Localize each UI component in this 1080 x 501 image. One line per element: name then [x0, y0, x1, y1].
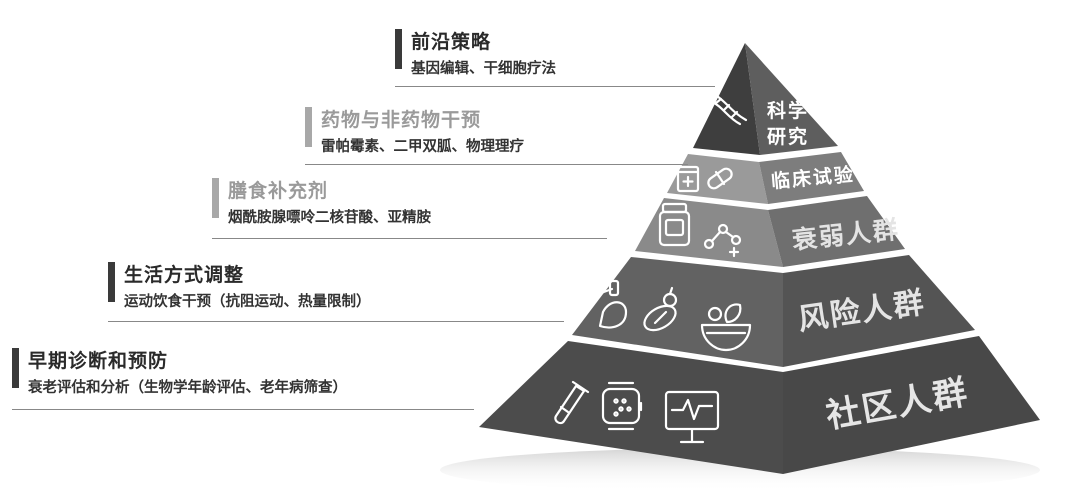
strategy-marker [212, 178, 219, 218]
leader-line [12, 409, 474, 411]
strategy-subtitle: 雷帕霉素、二甲双胍、物理理疗 [321, 139, 524, 155]
strategy-marker [12, 348, 19, 388]
heart-monitor-icon [664, 390, 720, 444]
tier-label-research-line1: 科学 [767, 100, 810, 122]
medicine-bottle-icon [676, 165, 700, 193]
tier-label-research-line2: 研究 [767, 126, 810, 148]
tier-top [693, 43, 838, 155]
molecule-icon [703, 223, 742, 258]
leader-line [395, 86, 715, 88]
pyramid-shadow [440, 448, 1040, 492]
leader-line [108, 321, 564, 323]
strategy-marker [395, 29, 402, 69]
smartwatch-icon [601, 381, 643, 431]
test-tube-icon [554, 380, 590, 425]
strategy-marker [108, 262, 115, 302]
dumbbell-arm-icon [582, 279, 628, 329]
pill-icon [707, 167, 733, 190]
tier-risk [572, 255, 975, 367]
strategy-title: 前沿策略 [411, 31, 492, 53]
salad-bowl-icon [700, 303, 752, 352]
strategy-subtitle: 基因编辑、干细胞疗法 [411, 61, 556, 77]
leader-line [305, 164, 688, 166]
leader-line [212, 238, 607, 240]
strategy-marker [305, 107, 312, 147]
strategy-subtitle: 运动饮食干预（抗阻运动、热量限制） [124, 294, 371, 310]
strategy-subtitle: 衰老评估和分析（生物学年龄评估、老年病筛查） [28, 380, 347, 396]
dna-icon [710, 94, 748, 126]
supplement-jar-icon [658, 202, 691, 247]
strategy-title: 生活方式调整 [124, 264, 245, 286]
strategy-subtitle: 烟酰胺腺嘌呤二核苷酸、亚精胺 [228, 210, 431, 226]
tier-frail [635, 196, 905, 267]
strategy-title: 早期诊断和预防 [28, 350, 169, 372]
strategy-title: 药物与非药物干预 [321, 109, 482, 131]
vegetables-icon [643, 286, 678, 332]
strategy-title: 膳食补充剂 [228, 180, 329, 202]
